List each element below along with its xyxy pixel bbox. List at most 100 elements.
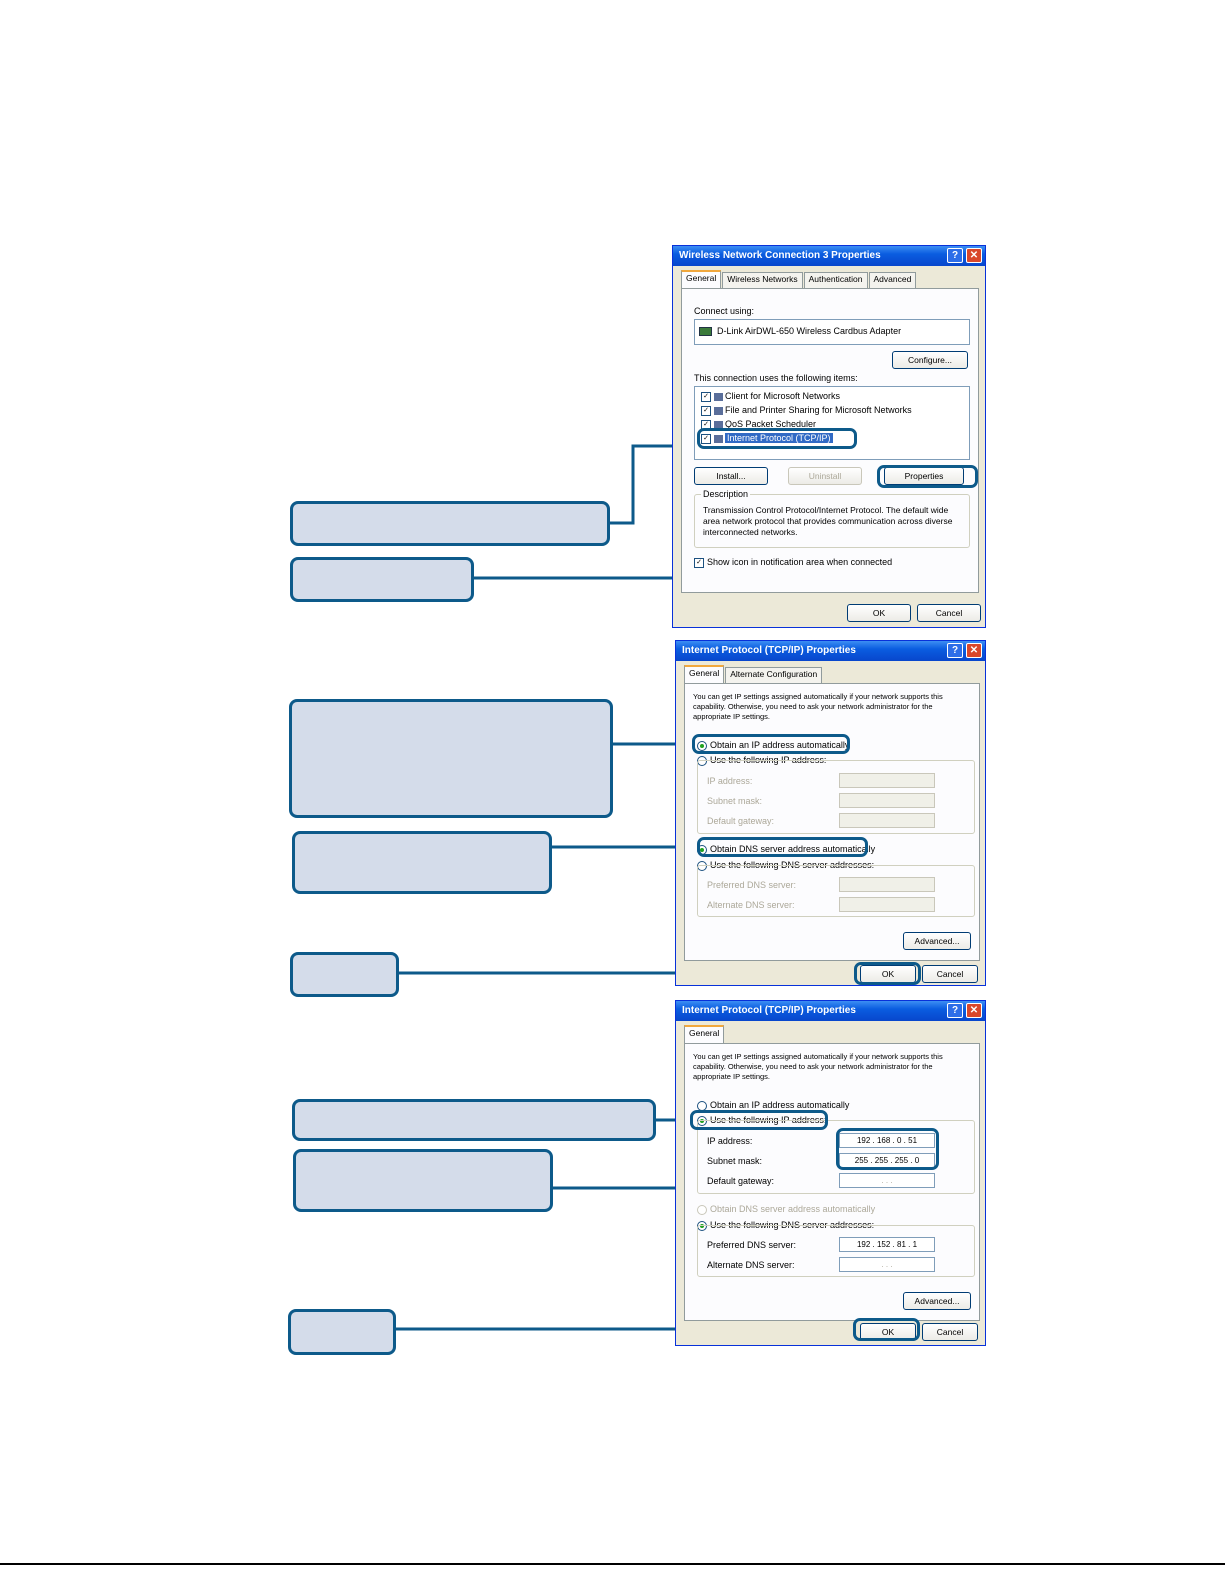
obtain-ip-auto-radio[interactable]: Obtain an IP address automatically — [697, 740, 849, 751]
checkbox-icon[interactable]: ✓ — [701, 391, 711, 402]
callout-click-ok-2 — [288, 1309, 396, 1355]
default-gateway-label: Default gateway: — [707, 816, 775, 826]
tab-advanced[interactable]: Advanced — [868, 272, 917, 288]
tab-bar: General — [684, 1025, 725, 1043]
cancel-button[interactable]: Cancel — [922, 965, 978, 983]
title-bar: Internet Protocol (TCP/IP) Properties ? … — [676, 1001, 985, 1021]
dialog-title: Internet Protocol (TCP/IP) Properties — [682, 645, 856, 656]
highlight-ok-button-3 — [853, 1318, 920, 1341]
wireless-connection-properties-dialog: Wireless Network Connection 3 Properties… — [672, 245, 986, 628]
dns-group — [697, 865, 975, 917]
alternate-dns-field[interactable]: . . . — [839, 1257, 935, 1272]
dialog-title: Wireless Network Connection 3 Properties — [679, 250, 881, 261]
checkbox-icon[interactable]: ✓ — [694, 557, 704, 568]
network-component-icon — [714, 392, 723, 401]
callout-enter-ip-settings — [293, 1149, 553, 1212]
callout-use-following-ip — [292, 1099, 656, 1141]
close-icon[interactable]: ✕ — [966, 643, 982, 658]
highlight-obtain-ip-auto — [692, 734, 850, 754]
alternate-dns-label: Alternate DNS server: — [707, 1260, 795, 1270]
ok-button[interactable]: OK — [847, 604, 911, 622]
default-gateway-label: Default gateway: — [707, 1176, 775, 1186]
radio-icon — [697, 1204, 707, 1215]
intro-text: You can get IP settings assigned automat… — [693, 692, 943, 721]
help-icon[interactable]: ? — [947, 248, 963, 263]
show-icon-label: Show icon in notification area when conn… — [707, 557, 893, 567]
radio-icon[interactable] — [697, 740, 707, 751]
connector-select-tcpip — [608, 444, 697, 525]
help-icon[interactable]: ? — [947, 1003, 963, 1018]
callout-click-ok-1 — [290, 952, 399, 997]
checkbox-icon[interactable]: ✓ — [701, 433, 711, 444]
radio-label: Obtain DNS server address automatically — [710, 844, 876, 854]
tcpip-properties-dialog-static: Internet Protocol (TCP/IP) Properties ? … — [675, 1000, 986, 1346]
cancel-button[interactable]: Cancel — [922, 1323, 978, 1341]
highlight-use-following-ip — [690, 1110, 828, 1130]
connect-using-label: Connect using: — [694, 306, 755, 316]
intro-text: You can get IP settings assigned automat… — [693, 1052, 943, 1081]
advanced-button[interactable]: Advanced... — [903, 1292, 971, 1310]
default-gateway-field[interactable]: . . . — [839, 1173, 935, 1188]
alternate-dns-field — [839, 897, 935, 912]
ip-address-field — [839, 773, 935, 788]
tab-general[interactable]: General — [684, 665, 725, 683]
network-component-icon — [714, 406, 723, 415]
network-component-icon — [714, 434, 723, 443]
tab-general[interactable]: General — [681, 270, 722, 288]
adapter-box: D-Link AirDWL-650 Wireless Cardbus Adapt… — [694, 319, 970, 345]
list-item[interactable]: ✓ Client for Microsoft Networks — [701, 391, 840, 402]
close-icon[interactable]: ✕ — [966, 248, 982, 263]
uninstall-button: Uninstall — [788, 467, 862, 485]
preferred-dns-field — [839, 877, 935, 892]
callout-obtain-dns-auto — [292, 831, 552, 894]
tcpip-properties-dialog-auto: Internet Protocol (TCP/IP) Properties ? … — [675, 640, 986, 986]
network-component-icon — [714, 420, 723, 429]
title-bar: Wireless Network Connection 3 Properties… — [673, 246, 985, 266]
description-group: Description Transmission Control Protoco… — [694, 489, 970, 548]
list-item-label: QoS Packet Scheduler — [725, 419, 817, 429]
general-panel: You can get IP settings assigned automat… — [684, 1043, 980, 1321]
ip-address-field[interactable]: 192 . 168 . 0 . 51 — [839, 1133, 935, 1148]
tab-bar: General Wireless Networks Authentication… — [681, 270, 917, 288]
list-item-label: File and Printer Sharing for Microsoft N… — [725, 405, 912, 415]
install-button[interactable]: Install... — [694, 467, 768, 485]
items-label: This connection uses the following items… — [694, 373, 858, 383]
ip-group — [697, 760, 975, 834]
highlight-ok-button-2 — [854, 962, 921, 985]
preferred-dns-field[interactable]: 192 . 152 . 81 . 1 — [839, 1237, 935, 1252]
title-bar: Internet Protocol (TCP/IP) Properties ? … — [676, 641, 985, 661]
subnet-mask-field — [839, 793, 935, 808]
radio-label: Obtain an IP address automatically — [710, 1100, 850, 1110]
callout-click-properties — [290, 557, 474, 602]
preferred-dns-label: Preferred DNS server: — [707, 880, 797, 890]
configure-button[interactable]: Configure... — [892, 351, 968, 369]
dialog-title: Internet Protocol (TCP/IP) Properties — [682, 1005, 856, 1016]
show-icon-checkbox-row[interactable]: ✓Show icon in notification area when con… — [694, 557, 892, 568]
ip-address-label: IP address: — [707, 1136, 753, 1146]
highlight-tcpip-item — [697, 428, 857, 449]
cancel-button[interactable]: Cancel — [917, 604, 981, 622]
dns-group — [697, 1225, 975, 1277]
callout-select-tcpip — [290, 501, 610, 546]
tab-wireless-networks[interactable]: Wireless Networks — [722, 272, 803, 288]
subnet-mask-label: Subnet mask: — [707, 796, 763, 806]
description-label: Description — [701, 489, 751, 499]
close-icon[interactable]: ✕ — [966, 1003, 982, 1018]
highlight-ip-subnet-fields — [836, 1128, 939, 1170]
checkbox-icon[interactable]: ✓ — [701, 405, 711, 416]
tab-authentication[interactable]: Authentication — [803, 272, 868, 288]
highlight-properties-button — [877, 465, 978, 488]
alternate-dns-label: Alternate DNS server: — [707, 900, 795, 910]
list-item-label: Client for Microsoft Networks — [725, 391, 841, 401]
tab-bar: General Alternate Configuration — [684, 665, 823, 683]
advanced-button[interactable]: Advanced... — [903, 932, 971, 950]
subnet-mask-label: Subnet mask: — [707, 1156, 763, 1166]
list-item[interactable]: ✓ File and Printer Sharing for Microsoft … — [701, 405, 912, 416]
help-icon[interactable]: ? — [947, 643, 963, 658]
radio-label: Obtain an IP address automatically — [710, 740, 850, 750]
tab-alternate-configuration[interactable]: Alternate Configuration — [725, 667, 823, 683]
tab-general[interactable]: General — [684, 1025, 725, 1043]
list-item-selected[interactable]: ✓Internet Protocol (TCP/IP) — [701, 433, 833, 444]
obtain-dns-auto-radio: Obtain DNS server address automatically — [697, 1204, 875, 1215]
callout-obtain-ip-auto — [289, 699, 613, 818]
